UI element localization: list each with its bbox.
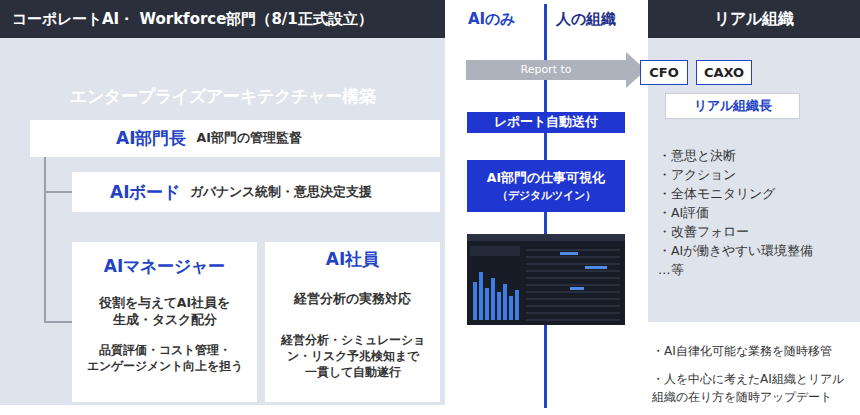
role-description: 品質評価・コスト管理・ エンゲージメント向上を担う [76,342,253,374]
panel-header: コーポレートAI・ Workforce部門（8/1正式設立） [0,0,445,38]
zone-label: 人の組織 [556,10,616,29]
role-box: AIマネージャー役割を与えてAI社員を 生成・タスク配分品質評価・コスト管理・ … [72,242,257,402]
chart-bar [485,288,489,320]
role-title: AI部門長 [116,127,186,150]
process-label: AI部門の仕事可視化 [487,170,605,187]
role-title: AI社員 [265,248,440,271]
role-title: AIマネージャー [72,255,257,278]
department-panel: コーポレートAI・ Workforce部門（8/1正式設立） エンタープライズアー… [0,0,445,405]
zone-label: AIのみ [468,10,515,29]
note-text: ・AI自律化可能な業務を随時移管 [652,343,860,360]
chart-bar [491,278,495,320]
chart-bar [503,284,507,320]
role-description: 経営分析の実務対応 [265,291,440,308]
screen-cell [585,266,607,269]
chart-bar [515,290,519,320]
screen-table [526,250,620,320]
chart-bar [479,272,483,320]
role-tag: リアル組織長 [665,93,800,119]
note-text: ・人を中心に考えたAI組織とリアル 組織の在り方を随時アップデート [652,370,858,406]
role-box: AI社員経営分析の実務対応経営分析・シミュレーショ ン・リスク予兆検知まで 一貫… [265,242,440,402]
role-title: AIボード [110,181,180,204]
role-description: 経営分析・シミュレーショ ン・リスク予兆検知まで 一貫して自動遂行 [269,332,436,380]
screen-frame [467,234,625,325]
role-box: AIボードガバナンス統制・意思決定支援 [72,172,440,212]
chart-bar [497,292,501,320]
role-tag-label: リアル組織長 [694,97,772,115]
panel-header: リアル組織 [648,0,860,38]
report-arrow [466,52,646,88]
bullet-item: ・改善フォロー [658,224,749,241]
screen-cell [560,252,578,255]
role-tag: CAXO [696,60,752,85]
arrow-label: Report to [466,63,626,76]
section-heading: エンタープライズアーキテクチャー構築 [0,85,445,108]
role-description: AI部門の管理監督 [196,130,301,147]
screen-panel [470,246,520,256]
bullet-item: …等 [658,262,684,279]
chart-bar [473,282,477,320]
role-tag-label: CFO [649,65,678,80]
role-tag-label: CAXO [704,65,744,80]
process-label: レポート自動送付 [494,114,598,131]
process-box: レポート自動送付 [467,112,625,133]
bullet-item: ・意思と決断 [658,148,736,165]
role-tag: CFO [640,60,688,85]
role-box: AI部門長 AI部門の管理監督 [30,120,440,157]
role-description: 役割を与えてAI社員を 生成・タスク配分 [78,294,251,328]
chart-bar [509,296,513,320]
bullet-item: ・AI評価 [658,205,709,222]
process-sublabel: （デジタルツイン） [497,188,596,203]
process-box: AI部門の仕事可視化（デジタルツイン） [467,160,625,212]
screen-cell [570,287,584,290]
bullet-item: ・アクション [658,167,736,184]
role-description: ガバナンス統制・意思決定支援 [190,184,372,201]
bullet-item: ・AIが働きやすい環境整備 [658,243,813,260]
bullet-item: ・全体モニタリング [658,186,775,203]
dashboard-screenshot [467,234,625,325]
screen-header [467,234,625,241]
organization-panel: リアル組織・意思と決断・アクション・全体モニタリング・AI評価・改善フォロー・A… [648,0,860,322]
